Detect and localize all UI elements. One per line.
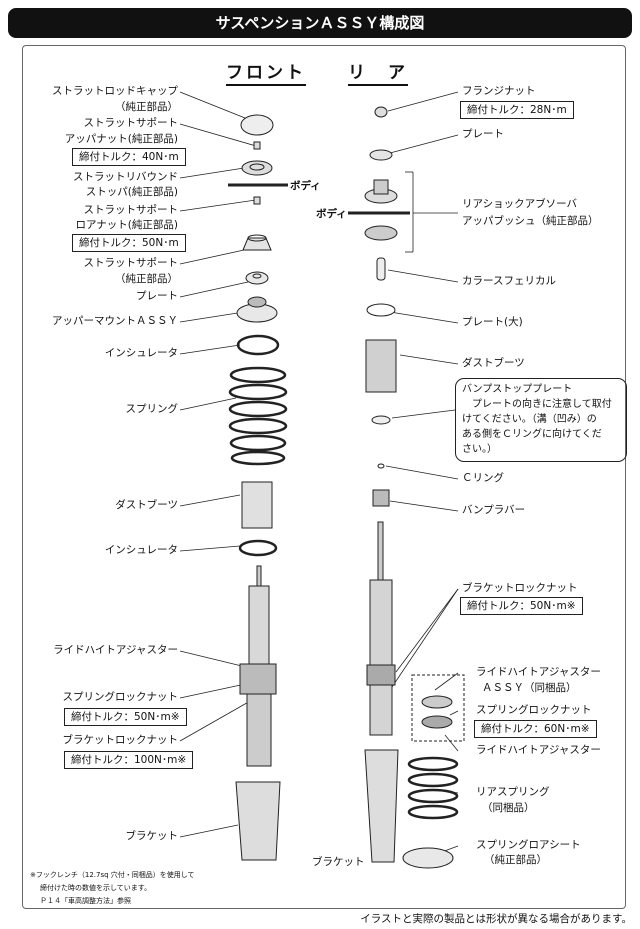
label-insulator-top: インシュレータ <box>104 347 178 359</box>
label-flange-nut: フランジナット <box>462 85 536 97</box>
label-rear-spring-lock: スプリングロックナット <box>476 704 592 716</box>
label-rod-cap-note: （純正部品） <box>115 101 178 113</box>
label-rebound-2: ストッパ(純正部品) <box>85 186 178 198</box>
label-upper-bush-2: アッパブッシュ（純正部品） <box>462 215 599 227</box>
bump-stop-note-2: けてください。（溝（凹み）の <box>462 414 597 425</box>
label-support-2: （純正部品） <box>115 273 178 285</box>
label-lower-seat: スプリングロアシート <box>476 839 581 851</box>
bump-stop-note-4: さい。） <box>462 444 497 455</box>
note-line-2: 締付けた時の数値を示しています。 <box>40 884 152 892</box>
label-lower-nut-2: ロアナット(純正部品) <box>75 219 178 231</box>
label-ride-height-assy: ライドハイトアジャスター <box>476 666 601 678</box>
label-upper-nut: ストラットサポート <box>83 117 179 129</box>
torque-box-spring: 締付トルク：50N･m※ <box>64 708 187 726</box>
note-line-1: ※フックレンチ（12.7sq 穴付・同梱品）を使用して <box>30 871 195 879</box>
label-lower-seat-2: （純正部品） <box>484 854 547 866</box>
note-line-3: Ｐ１４「車高調整方法」参照 <box>40 897 131 905</box>
label-ride-height-assy-2: ＡＳＳＹ（同梱品） <box>482 682 577 694</box>
rear-header: リ ア <box>348 62 408 86</box>
label-ride-height: ライドハイトアジャスター <box>53 644 178 656</box>
label-lower-nut: ストラットサポート <box>83 204 179 216</box>
bump-stop-title: バンプストッププレート <box>462 384 573 395</box>
label-upper-mount: アッパーマウントＡＳＳＹ <box>52 315 178 327</box>
label-rear-bracket: ブラケット <box>312 856 365 868</box>
bump-stop-note-1: プレートの向きに注意して取付 <box>472 399 612 410</box>
label-insulator-bottom: インシュレータ <box>104 544 178 556</box>
label-rod-cap: ストラットロッドキャップ <box>52 85 178 97</box>
label-bracket: ブラケット <box>125 830 179 842</box>
label-plate: プレート <box>136 290 178 302</box>
label-rear-bracket-lock: ブラケットロックナット <box>462 582 578 594</box>
torque-box-rear-bracket: 締付トルク：50N･m※ <box>460 597 583 615</box>
body-label-rear: ボディ <box>316 208 347 220</box>
label-rear-plate: プレート <box>462 128 504 140</box>
torque-box-rear-spring: 締付トルク：60N･m※ <box>474 720 597 738</box>
label-rebound: ストラットリバウンド <box>73 171 178 183</box>
bump-stop-note-3: ある側をＣリングに向けてくだ <box>462 429 602 440</box>
torque-box-bracket: 締付トルク：100N･m※ <box>64 751 194 769</box>
disclaimer: イラストと実際の製品とは形状が異なる場合があります。 <box>360 913 632 925</box>
label-spring: スプリング <box>125 403 179 415</box>
front-header: フロント <box>226 62 306 86</box>
torque-box-50: 締付トルク：50N･m <box>72 234 186 252</box>
label-spring-lock: スプリングロックナット <box>62 691 179 703</box>
rear-shock-parts <box>364 106 465 869</box>
label-upper-nut-2: アッパナット(純正部品) <box>64 133 178 145</box>
label-bracket-lock: ブラケットロックナット <box>62 734 179 746</box>
label-c-ring: Ｃリング <box>462 472 504 484</box>
label-rear-ride-height: ライドハイトアジャスター <box>476 744 601 756</box>
label-plate-large: プレート(大) <box>462 316 523 328</box>
page-title: サスペンションＡＳＳＹ構成図 <box>8 8 632 38</box>
body-label-front: ボディ <box>290 180 321 192</box>
label-dust-boot: ダストブーツ <box>115 499 178 511</box>
bump-stop-callout: バンプストッププレート プレートの向きに注意して取付 けてください。（溝（凹み）… <box>455 378 627 462</box>
diagram-frame <box>22 45 626 909</box>
torque-box-40: 締付トルク：40N･m <box>72 148 186 166</box>
label-support: ストラットサポート <box>83 257 179 269</box>
label-bump-rubber: バンプラバー <box>462 504 526 516</box>
label-upper-bush: リアショックアブソーバ <box>462 198 577 210</box>
torque-box-28: 締付トルク：28N･m <box>460 101 574 119</box>
front-strut-parts <box>228 114 288 861</box>
label-rear-spring-2: （同梱品） <box>482 802 535 814</box>
label-rear-spring: リアスプリング <box>476 786 550 798</box>
label-collar: カラースフェリカル <box>462 275 556 287</box>
label-rear-dust-boot: ダストブーツ <box>462 357 525 369</box>
